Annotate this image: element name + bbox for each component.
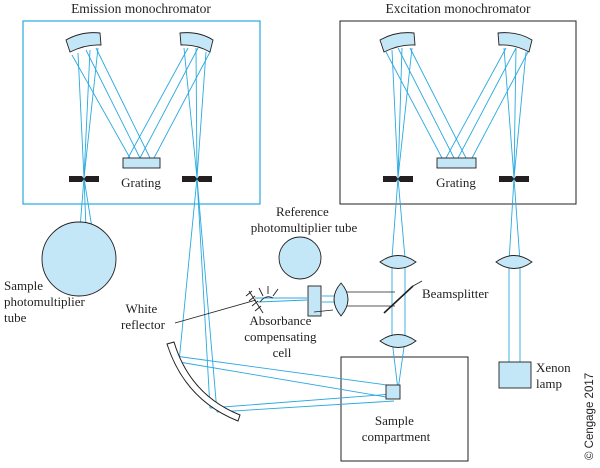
reference-photomultiplier-tube	[278, 236, 322, 280]
concave-mirrors	[65, 32, 533, 53]
reference-pmt-label-line-2: photomultiplier tube	[251, 220, 358, 235]
sample-compartment-label-line-1: Sample	[375, 413, 414, 428]
emission-grating-label: Grating	[121, 175, 161, 190]
excitation-lens-lower	[379, 334, 417, 348]
sample-cell	[385, 384, 401, 400]
white-reflector-label-line-1: White	[125, 301, 157, 316]
excitation-monochromator-title: Excitation monochromator	[385, 1, 531, 16]
sample-pmt-label-line-1: Sample	[4, 278, 43, 293]
light-beams	[71, 47, 529, 413]
sample-compartment-box	[340, 356, 469, 462]
reference-pmt-label: Reference photomultiplier tube	[251, 204, 358, 235]
emission-grating	[122, 157, 161, 169]
lenses	[333, 255, 533, 348]
emission-entrance-slit	[182, 176, 212, 182]
emission-mirror-left	[65, 32, 102, 53]
sample-pmt-label: Sample photomultiplier tube	[4, 278, 88, 325]
white-reflector	[245, 286, 279, 314]
leader-lines	[174, 280, 423, 324]
white-reflector-label-line-2: reflector	[121, 317, 166, 332]
excitation-entrance-slit	[499, 176, 529, 182]
sample-photomultiplier-tube	[41, 221, 117, 297]
xenon-lamp-label: Xenon lamp	[536, 360, 574, 391]
excitation-grating-label: Grating	[436, 175, 476, 190]
xenon-lamp	[498, 361, 532, 389]
curved-white-reflector	[166, 341, 241, 422]
excitation-mirror-right	[497, 32, 533, 53]
xenon-lens	[495, 255, 533, 269]
excitation-monochromator-box	[339, 20, 577, 205]
emission-monochromator-box	[22, 20, 261, 205]
sample-pmt-label-line-2: photomultiplier	[4, 294, 86, 309]
emission-mirror-right	[179, 32, 214, 53]
absorbance-cell-label-line-1: Absorbance	[249, 313, 311, 328]
sample-pmt-label-line-3: tube	[4, 310, 27, 325]
absorbance-compensating-cell	[307, 285, 322, 317]
excitation-lens-upper	[379, 255, 417, 269]
beamsplitter	[383, 285, 414, 314]
reference-lens	[333, 282, 349, 317]
white-reflector-label: White reflector	[121, 301, 166, 332]
absorbance-cell-label: Absorbance compensating cell	[244, 313, 319, 360]
excitation-exit-slit	[383, 176, 413, 182]
xenon-lamp-label-line-1: Xenon	[536, 360, 571, 375]
copyright-notice: © Cengage 2017	[584, 373, 596, 460]
emission-exit-slit	[69, 176, 99, 182]
absorbance-cell-label-line-3: cell	[273, 345, 292, 360]
xenon-lamp-label-line-2: lamp	[536, 376, 562, 391]
sample-compartment-label-line-2: compartment	[362, 429, 431, 444]
reference-pmt-label-line-1: Reference	[276, 204, 329, 219]
beamsplitter-label: Beamsplitter	[422, 286, 489, 301]
emission-monochromator-title: Emission monochromator	[71, 1, 211, 16]
sample-compartment-label: Sample compartment	[362, 413, 431, 444]
slits	[69, 176, 529, 182]
excitation-grating	[436, 157, 477, 169]
absorbance-cell-label-line-2: compensating	[244, 329, 317, 344]
excitation-mirror-left	[379, 32, 416, 53]
